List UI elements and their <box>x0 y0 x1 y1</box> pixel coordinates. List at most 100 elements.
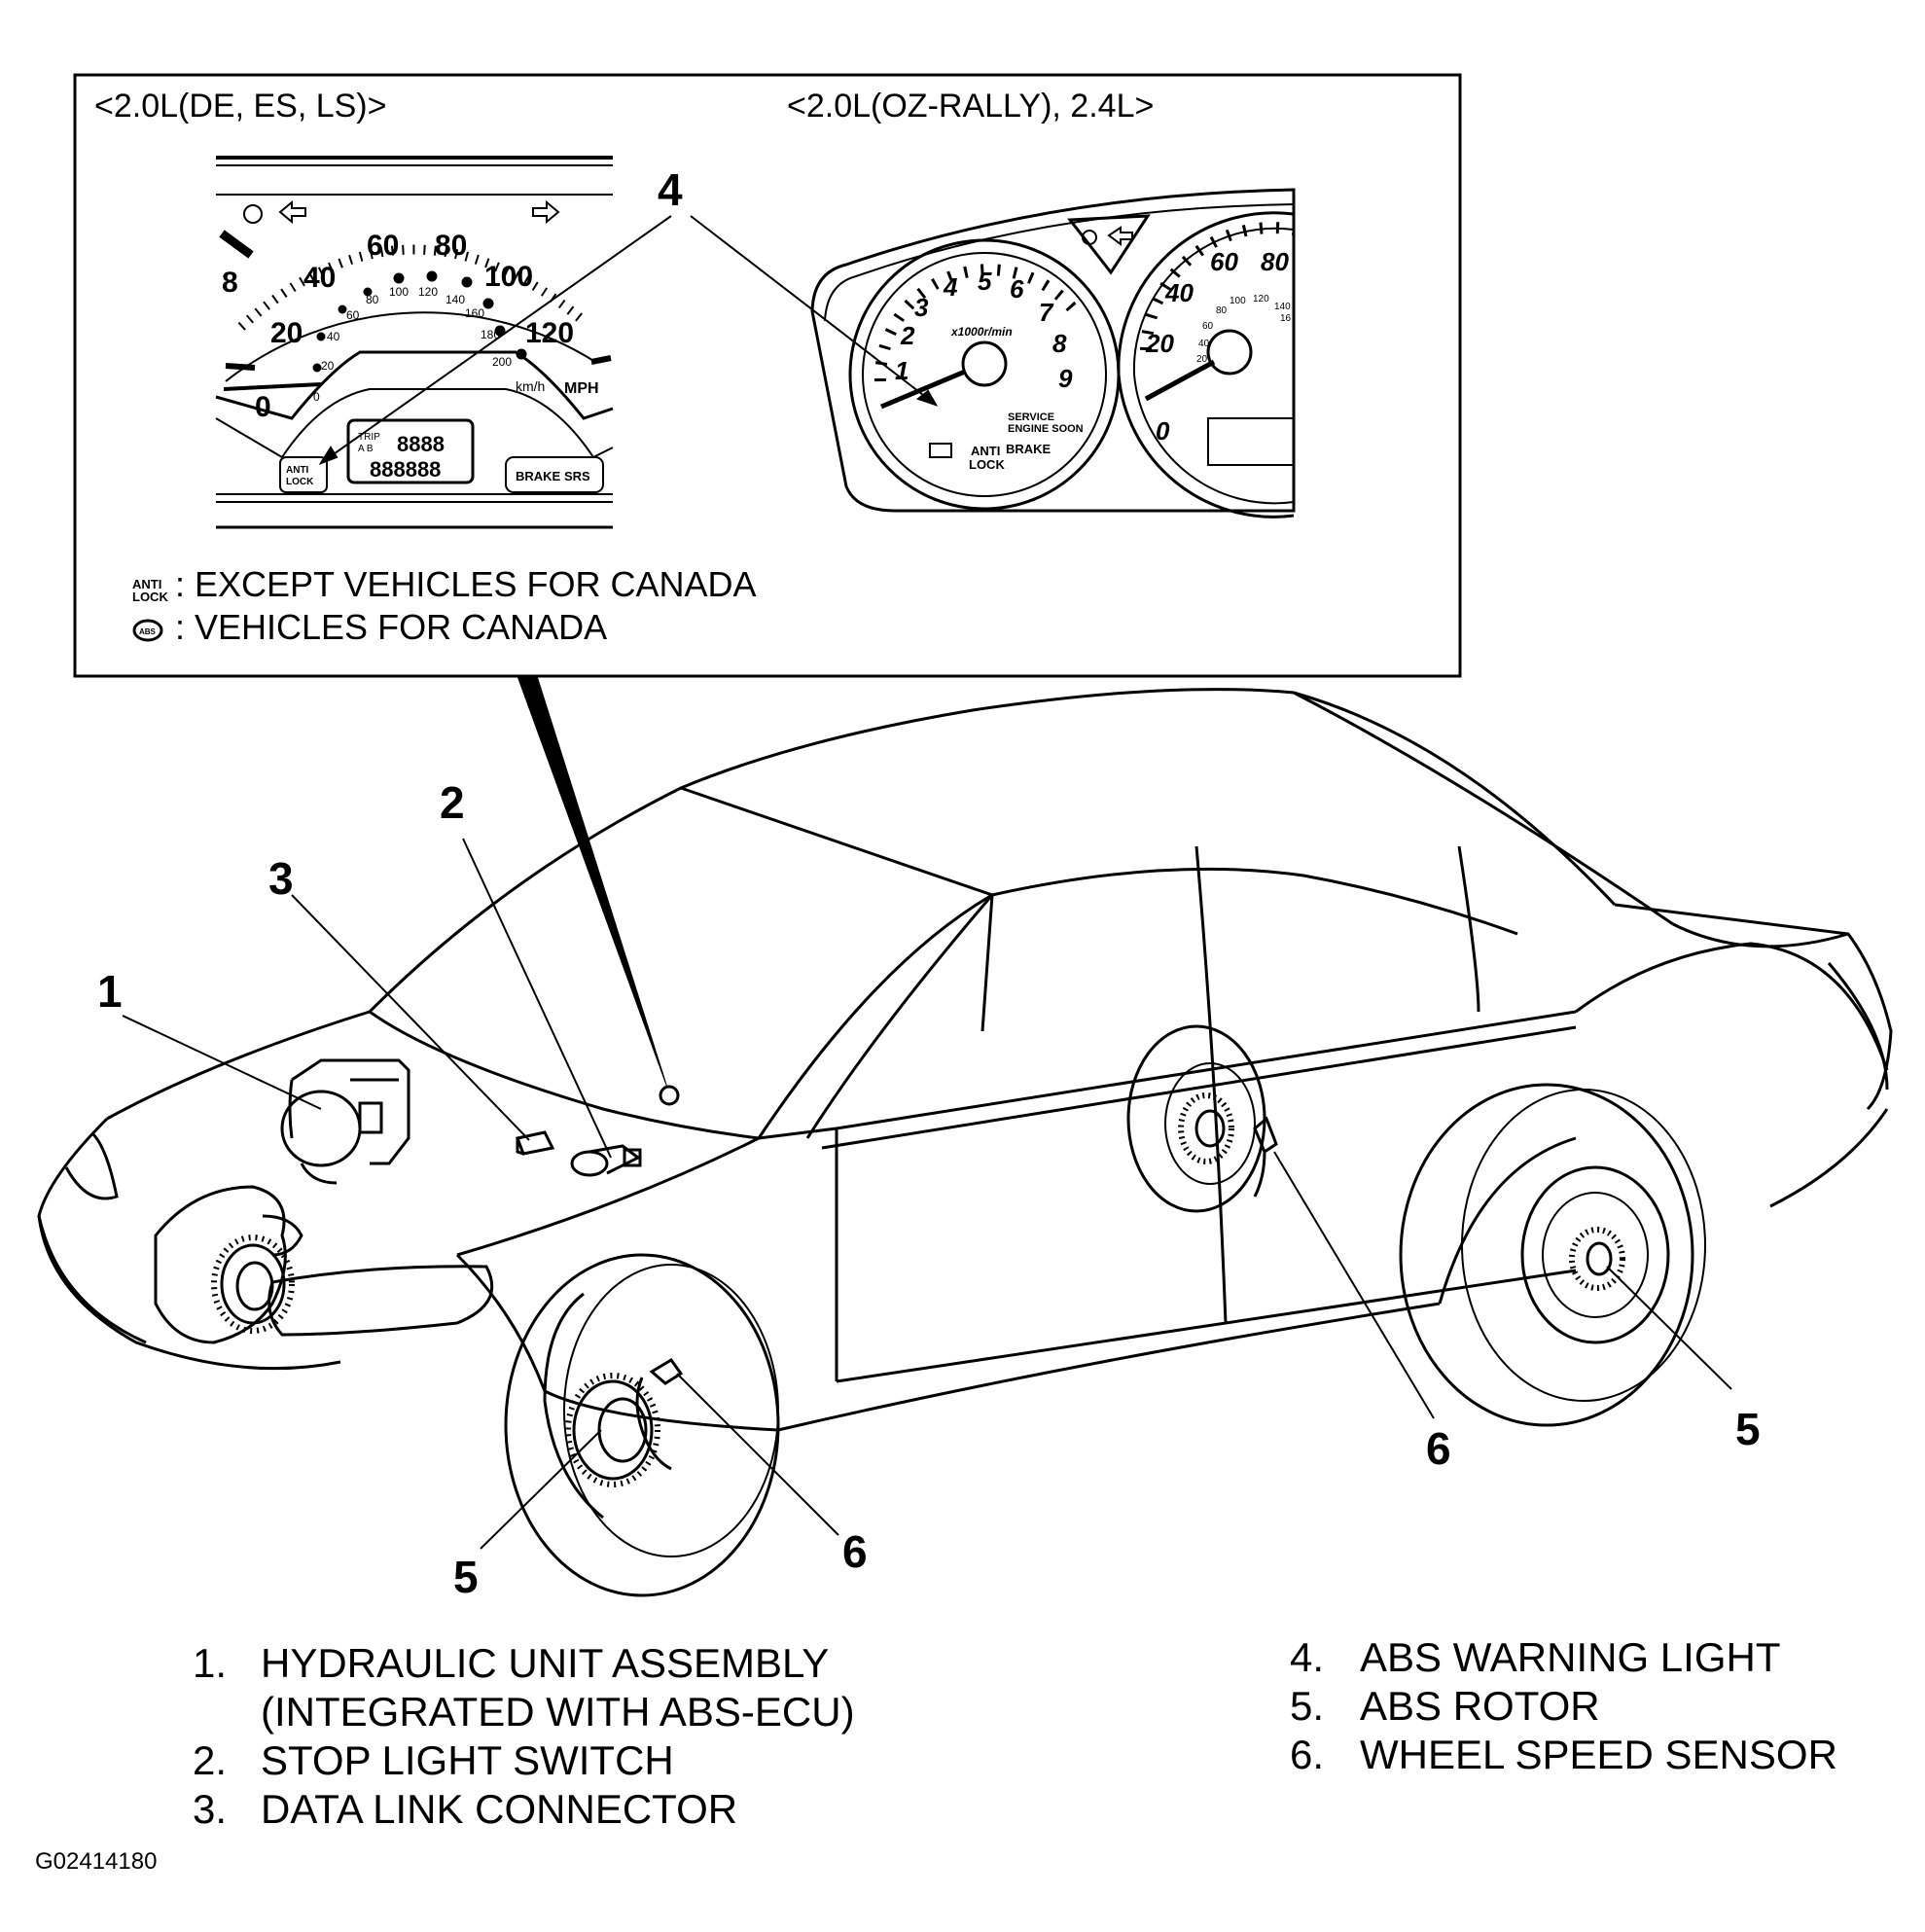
left-trip-label: TRIP <box>358 432 380 443</box>
tach-tick-8: 8 <box>1052 329 1067 358</box>
stop-light-switch <box>570 1144 642 1177</box>
legend-canada: : VEHICLES FOR CANADA <box>175 607 608 647</box>
callout-6-rear: 6 <box>1426 1423 1451 1474</box>
callout-5-front: 5 <box>453 1552 479 1602</box>
right-speed-tick-60: 60 <box>1210 247 1238 276</box>
inset-pointer <box>517 675 668 1089</box>
left-unit-mph: MPH <box>564 380 599 397</box>
right-speed-small-20: 20 <box>1196 354 1208 365</box>
left-kmh-tick-100: 100 <box>389 285 409 299</box>
parts-item-3-number: 3. <box>193 1786 228 1832</box>
right-speed-small-80: 80 <box>1216 305 1228 316</box>
tach-unit: x1000r/min <box>950 325 1013 339</box>
left-kmh-tick-40: 40 <box>327 330 340 343</box>
callout-4-leaders <box>318 215 939 465</box>
parts-item-4-line-1: ABS WARNING LIGHT <box>1360 1634 1781 1680</box>
parts-item-6-line-1: WHEEL SPEED SENSOR <box>1360 1732 1837 1777</box>
left-kmh-tick-0: 0 <box>313 390 320 404</box>
left-mph-tick-20: 20 <box>270 317 303 349</box>
left-mph-tick-120: 120 <box>525 317 574 349</box>
left-ab-label: A B <box>358 444 374 454</box>
tach-tick-4: 4 <box>943 272 958 302</box>
left-lock-label: LOCK <box>286 477 314 487</box>
right-instrument-cluster: 1 2 3 4 5 6 7 8 9 x1000r/min SERVICE ENG… <box>810 188 1296 519</box>
callout-leaders <box>122 838 1732 1550</box>
left-odo-top: 8888 <box>397 432 445 456</box>
left-mph-tick-80: 80 <box>435 230 467 262</box>
left-partial-tick: 8 <box>222 267 238 299</box>
right-speed-small-120: 120 <box>1253 294 1269 304</box>
tach-tick-5: 5 <box>978 267 992 296</box>
tach-tick-7: 7 <box>1039 298 1054 327</box>
left-kmh-tick-120: 120 <box>418 285 438 299</box>
front-left-brake <box>154 1185 303 1344</box>
right-speed-small-60: 60 <box>1202 321 1214 332</box>
right-speed-tick-80: 80 <box>1261 247 1289 276</box>
figure-code: G02414180 <box>35 1848 158 1875</box>
left-kmh-tick-140: 140 <box>446 293 465 306</box>
variant-label-right: <2.0L(OZ-RALLY), 2.4L> <box>787 88 1155 125</box>
tach-tick-6: 6 <box>1010 274 1024 304</box>
callout-5-rear: 5 <box>1735 1404 1761 1454</box>
right-speed-tick-20: 20 <box>1145 329 1174 358</box>
right-anti-label: ANTI <box>971 444 1000 458</box>
callout-2: 2 <box>440 777 465 828</box>
parts-item-5-line-1: ABS ROTOR <box>1360 1683 1600 1729</box>
service-label-1: SERVICE <box>1008 411 1054 423</box>
callout-4: 4 <box>658 164 683 215</box>
left-kmh-tick-160: 160 <box>465 306 484 320</box>
tach-tick-9: 9 <box>1058 364 1073 393</box>
parts-item-1-line-1: HYDRAULIC UNIT ASSEMBLY <box>261 1640 830 1686</box>
left-kmh-tick-20: 20 <box>321 359 335 373</box>
hydraulic-unit <box>280 1058 410 1185</box>
callout-3: 3 <box>268 853 294 904</box>
parts-item-2-number: 2. <box>193 1737 228 1783</box>
parts-item-5-number: 5. <box>1290 1683 1325 1729</box>
tach-tick-2: 2 <box>900 321 915 350</box>
right-brake-label: BRAKE <box>1006 442 1052 456</box>
left-odo-bottom: 888888 <box>370 457 441 482</box>
tach-tick-3: 3 <box>914 293 929 322</box>
right-speed-small-16: 16 <box>1280 313 1292 324</box>
parts-item-6-number: 6. <box>1290 1732 1325 1777</box>
warning-light-location <box>659 1085 680 1106</box>
left-kmh-tick-80: 80 <box>366 293 379 306</box>
data-link-connector <box>515 1130 555 1156</box>
left-mph-tick-40: 40 <box>303 262 336 294</box>
right-lock-label: LOCK <box>969 457 1005 472</box>
left-srs-label: SRS <box>564 469 590 483</box>
left-kmh-tick-60: 60 <box>346 308 360 322</box>
inset-frame <box>73 73 1462 678</box>
parts-item-1-number: 1. <box>193 1640 228 1686</box>
front-wheel <box>504 1253 780 1597</box>
parts-item-1-line-2: (INTEGRATED WITH ABS-ECU) <box>261 1689 855 1735</box>
parts-item-4-number: 4. <box>1290 1634 1325 1680</box>
battery-icon <box>929 443 952 458</box>
svg-text:ABS: ABS <box>139 627 157 636</box>
left-mph-tick-100: 100 <box>484 261 533 293</box>
right-speed-tick-0: 0 <box>1156 416 1170 446</box>
svg-text:ANTI: ANTI <box>132 577 161 591</box>
abs-circle-icon: ABS <box>132 619 163 642</box>
right-speed-small-140: 140 <box>1274 302 1291 312</box>
callout-6-front: 6 <box>842 1526 868 1577</box>
service-label-2: ENGINE SOON <box>1008 423 1084 435</box>
left-anti-label: ANTI <box>286 465 309 476</box>
left-brake-label: BRAKE <box>516 469 561 483</box>
right-speed-small-100: 100 <box>1230 296 1246 306</box>
car-body <box>37 688 1893 1432</box>
right-speed-small-40: 40 <box>1198 339 1210 349</box>
left-kmh-tick-180: 180 <box>481 328 500 341</box>
parts-item-2-line-1: STOP LIGHT SWITCH <box>261 1737 674 1783</box>
callout-1: 1 <box>97 966 123 1017</box>
left-mph-tick-60: 60 <box>367 230 399 262</box>
right-speed-tick-40: 40 <box>1164 278 1194 307</box>
left-kmh-tick-200: 200 <box>492 355 512 369</box>
rear-wheel <box>1399 1083 1706 1427</box>
svg-text:LOCK: LOCK <box>132 590 168 604</box>
parts-item-3-line-1: DATA LINK CONNECTOR <box>261 1786 738 1832</box>
left-instrument-cluster: 0 20 40 60 80 100 120 8 0 20 40 60 80 10… <box>215 156 614 529</box>
tach-tick-1: 1 <box>895 356 909 385</box>
rear-brake-assembly <box>1126 1024 1278 1213</box>
